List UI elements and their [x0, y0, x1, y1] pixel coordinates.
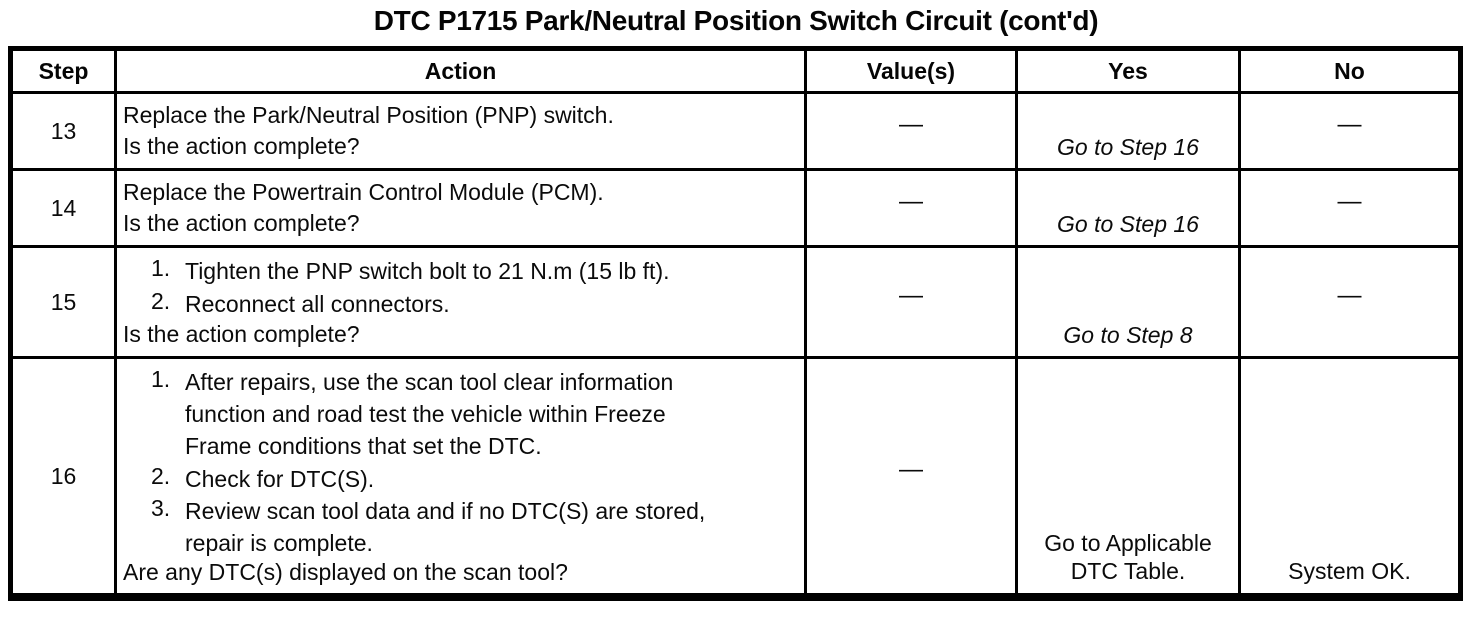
action-text: Replace the Powertrain Control Module (P…: [123, 179, 604, 205]
header-action: Action: [114, 47, 807, 94]
header-no: No: [1238, 47, 1462, 94]
step-item-text: Tighten the PNP switch bolt to 21 N.m (1…: [185, 258, 670, 284]
value-cell: —: [804, 168, 1018, 248]
action-cell: Replace the Park/Neutral Position (PNP) …: [119, 96, 803, 167]
action-cell: Replace the Powertrain Control Module (P…: [119, 173, 803, 244]
action-cell: 1. Tighten the PNP switch bolt to 21 N.m…: [119, 250, 803, 355]
no-dash: —: [1337, 111, 1362, 138]
page-title: DTC P1715 Park/Neutral Position Switch C…: [373, 5, 1099, 36]
step-item-number: 1.: [151, 366, 171, 392]
no-cell: System OK.: [1238, 356, 1462, 599]
step-number: 14: [9, 168, 117, 248]
step-item-line: After repairs, use the scan tool clear i…: [185, 369, 674, 395]
action-cell: 1. After repairs, use the scan tool clea…: [119, 360, 803, 593]
action-text: Replace the Park/Neutral Position (PNP) …: [123, 102, 614, 128]
step-number: 15: [9, 245, 117, 359]
value-cell: —: [804, 91, 1018, 171]
numbered-step: 1. After repairs, use the scan tool clea…: [121, 366, 800, 463]
action-question: Is the action complete?: [123, 210, 360, 237]
no-dash: —: [1337, 188, 1362, 215]
step-item-line: repair is complete.: [185, 529, 373, 556]
step-item-line: function and road test the vehicle withi…: [185, 401, 666, 428]
step-item-line: Frame conditions that set the DTC.: [185, 433, 542, 460]
no-result-text: System OK.: [1288, 558, 1411, 584]
action-question: Is the action complete?: [123, 133, 360, 160]
numbered-step: 2. Reconnect all connectors.: [121, 288, 800, 320]
yes-goto-text: Go to Step 16: [1057, 134, 1199, 160]
no-dash: —: [1337, 282, 1362, 309]
step-item-text: Reconnect all connectors.: [185, 291, 450, 318]
action-question: Is the action complete?: [123, 321, 360, 348]
step-item-number: 2.: [151, 288, 171, 315]
table-header-row: Step Action Value(s) Yes No: [9, 47, 1462, 94]
value-dash: —: [899, 456, 923, 483]
step-item-number: 3.: [151, 494, 171, 521]
step-item-line: Review scan tool data and if no DTC(S) a…: [185, 497, 706, 524]
value-cell: —: [804, 245, 1018, 359]
table-row-step-15: 15 1. Tighten the PNP switch bolt to 21 …: [9, 245, 1462, 359]
dtc-diagnostic-table: Step Action Value(s) Yes No 13 Replace t…: [8, 46, 1463, 601]
step-item-text: Check for DTC(S).: [185, 465, 375, 492]
step-item-text: Review scan tool data and if no DTC(S) a…: [185, 495, 705, 559]
no-cell: —: [1238, 168, 1462, 248]
no-cell: —: [1238, 91, 1462, 171]
yes-goto-text: Go to Step 16: [1057, 211, 1199, 237]
table-row-step-16: 16 1. After repairs, use the scan tool c…: [9, 356, 1462, 599]
yes-cell: Go to Step 8: [1015, 245, 1241, 359]
step-number: 16: [9, 356, 117, 599]
step-number: 13: [9, 91, 117, 171]
yes-cell: Go to Applicable DTC Table.: [1015, 356, 1241, 599]
yes-goto-text: Go to Step 8: [1063, 322, 1193, 348]
value-dash: —: [899, 282, 923, 309]
yes-goto-line: Go to Applicable: [1044, 529, 1212, 556]
step-item-text: After repairs, use the scan tool clear i…: [185, 366, 673, 463]
value-dash: —: [899, 188, 923, 215]
value-cell: —: [804, 356, 1018, 599]
header-yes: Yes: [1015, 47, 1241, 94]
step-item-number: 1.: [151, 255, 171, 281]
step-item-number: 2.: [151, 462, 171, 489]
header-step: Step: [9, 47, 117, 94]
yes-cell: Go to Step 16: [1015, 91, 1241, 171]
yes-goto-line: DTC Table.: [1070, 558, 1186, 585]
value-dash: —: [899, 111, 923, 138]
header-values: Value(s): [804, 47, 1018, 94]
numbered-step: 3. Review scan tool data and if no DTC(S…: [121, 495, 800, 559]
table-row-step-14: 14 Replace the Powertrain Control Module…: [9, 168, 1462, 248]
numbered-step: 1. Tighten the PNP switch bolt to 21 N.m…: [121, 255, 800, 287]
action-question: Are any DTC(s) displayed on the scan too…: [123, 559, 568, 586]
yes-cell: Go to Step 16: [1015, 168, 1241, 248]
table-row-step-13: 13 Replace the Park/Neutral Position (PN…: [9, 91, 1462, 171]
no-cell: —: [1238, 245, 1462, 359]
numbered-step: 2. Check for DTC(S).: [121, 463, 800, 495]
